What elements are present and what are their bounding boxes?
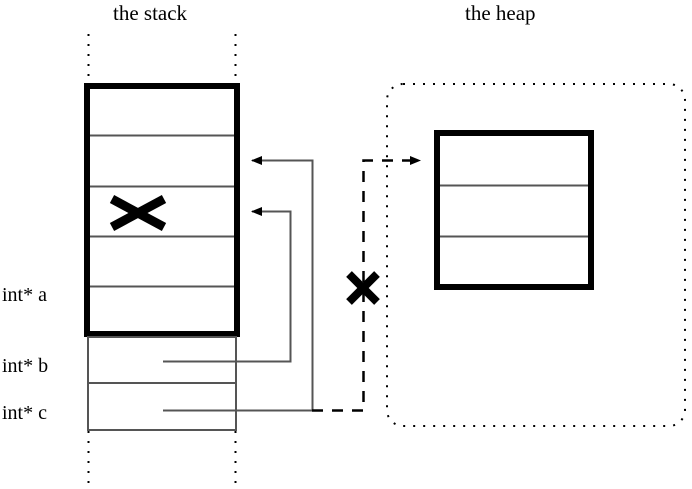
stack-block <box>84 83 240 337</box>
connector-a-to-stack-cell <box>163 156 314 412</box>
var-label-b: int* b <box>2 355 49 377</box>
var-label-a: int* a <box>2 284 47 306</box>
connector-c-to-heap-dashed <box>312 156 421 412</box>
stack-guide-dotted-bottom <box>87 431 237 487</box>
stack-pointer-cells <box>87 336 237 431</box>
heap-region-boundary <box>386 83 686 427</box>
var-label-c: int* c <box>2 402 47 424</box>
heap-title: the heap <box>465 1 536 25</box>
stack-guide-dotted-top <box>87 34 237 85</box>
strike-mark-stack-value <box>109 195 167 231</box>
connector-b-to-stack-cell <box>163 207 292 363</box>
heap-block <box>434 130 594 290</box>
strike-mark-heap-pointer <box>346 271 380 305</box>
stack-title: the stack <box>113 1 188 25</box>
